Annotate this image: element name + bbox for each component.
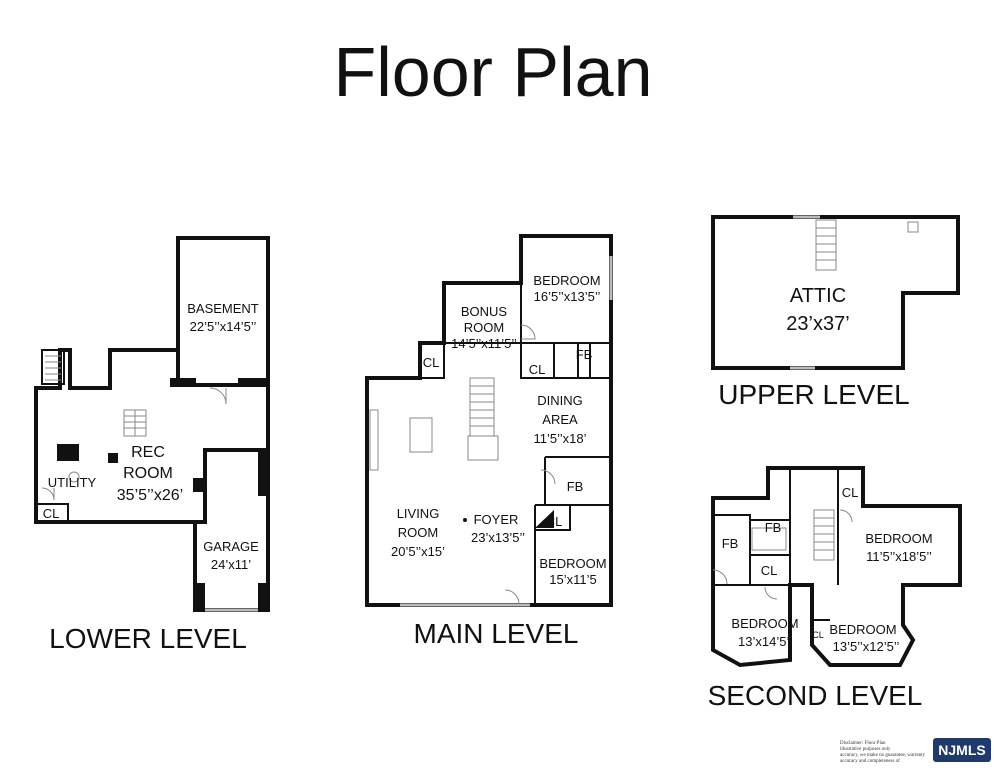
lower-basement-name: BASEMENT	[187, 301, 259, 316]
main-bonus-name-1: BONUS	[461, 304, 508, 319]
main-foyer-size: 23’x13’5’’	[471, 530, 525, 545]
disclaimer-line-1: Disclaimer: Floor Plan	[840, 741, 886, 746]
main-living-name-1: LIVING	[397, 506, 440, 521]
njmls-watermark: NJMLS	[933, 738, 991, 762]
lower-garage-size: 24’x11’	[211, 557, 251, 572]
lower-rec-size: 35’5’’x26’	[117, 487, 183, 504]
main-bedroom1-name: BEDROOM	[533, 273, 600, 288]
second-level-plan: CL FB FB CL CL BEDROOM 11’5’’x18’5’’ BED…	[708, 466, 962, 711]
second-bedroom3-name: BEDROOM	[829, 622, 896, 637]
main-living-size: 20’5’’x15’	[391, 544, 445, 559]
lower-level-plan: BASEMENT 22’5’’x14’5’’ REC ROOM 35’5’’x2…	[34, 236, 270, 654]
lower-garage-name: GARAGE	[203, 539, 259, 554]
watermark-text: NJMLS	[938, 742, 985, 758]
second-bedroom2-size: 13’x14’5’’	[738, 634, 792, 649]
second-cl1-name: CL	[842, 485, 859, 500]
disclaimer-line-4: accuracy and completeness of	[840, 759, 900, 764]
disclaimer: Disclaimer: Floor Plan illustrative purp…	[840, 741, 926, 764]
lower-rec-name-1: REC	[131, 444, 165, 461]
disclaimer-line-2: illustrative purposes only	[840, 747, 891, 752]
disclaimer-line-3: accuracy, we make no guarantee, warranty	[840, 753, 926, 758]
main-living-name-2: ROOM	[398, 525, 438, 540]
second-bedroom1-name: BEDROOM	[865, 531, 932, 546]
main-bedroom2-name: BEDROOM	[539, 556, 606, 571]
main-fb2-name: FB	[567, 479, 584, 494]
second-level-label: SECOND LEVEL	[708, 680, 923, 711]
main-level-plan: BEDROOM 16’5’’x13’5’’ BONUS ROOM 14’5’’x…	[365, 234, 613, 649]
lower-basement-size: 22’5’’x14’5’’	[190, 319, 257, 334]
main-dining-size: 11’5’’x18’	[533, 431, 586, 446]
second-cl2-name: CL	[761, 563, 778, 578]
lower-rec-name-2: ROOM	[123, 465, 173, 482]
lower-level-label: LOWER LEVEL	[49, 623, 247, 654]
upper-attic-size: 23’x37’	[786, 313, 849, 335]
main-cl1-name: CL	[423, 355, 440, 370]
main-cl2-name: CL	[529, 362, 546, 377]
main-foyer-name: FOYER	[474, 512, 519, 527]
second-bedroom1-size: 11’5’’x18’5’’	[866, 549, 932, 564]
lower-cl-name: CL	[43, 506, 60, 521]
main-level-label: MAIN LEVEL	[414, 618, 579, 649]
main-bedroom2-size: 15’x11’5	[549, 572, 596, 587]
upper-level-plan: ATTIC 23’x37’ UPPER LEVEL	[711, 215, 960, 410]
main-bonus-size: 14’5’’x11’5’’	[451, 336, 517, 351]
main-fb1-name: FB	[576, 347, 593, 362]
second-fb2-name: FB	[722, 536, 739, 551]
main-bonus-name-2: ROOM	[464, 320, 504, 335]
upper-attic-name: ATTIC	[790, 285, 846, 307]
main-bedroom1-size: 16’5’’x13’5’’	[534, 289, 601, 304]
main-dining-name-1: DINING	[537, 393, 583, 408]
main-dining-name-2: AREA	[542, 412, 578, 427]
page-title: Floor Plan	[333, 33, 652, 111]
second-cl3-name: CL	[812, 630, 824, 640]
lower-utility-name: UTILITY	[48, 475, 97, 490]
second-fb1-name: FB	[765, 520, 782, 535]
main-cl3-name: CL	[546, 514, 563, 529]
upper-level-label: UPPER LEVEL	[718, 379, 909, 410]
second-bedroom3-size: 13’5’’x12’5’’	[833, 639, 900, 654]
second-bedroom2-name: BEDROOM	[731, 616, 798, 631]
